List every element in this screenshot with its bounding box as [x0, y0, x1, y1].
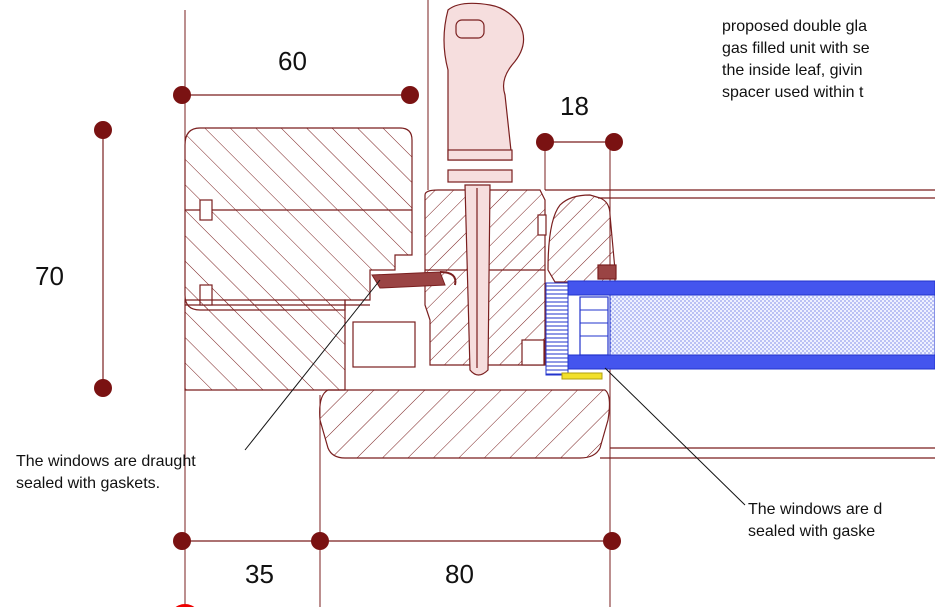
- dimension-dot-icon: [401, 86, 419, 104]
- outer-frame: [184, 127, 416, 391]
- glazing-bead: [545, 189, 935, 459]
- dimension-label-bead: 18: [560, 91, 589, 121]
- note-line: spacer used within t: [722, 84, 864, 101]
- bottom-rail: [319, 389, 611, 459]
- note-right-callout: The windows are d sealed with gaske: [748, 501, 882, 540]
- dimension-dot-icon: [94, 121, 112, 139]
- dimension-dot-icon: [173, 532, 191, 550]
- dimension-label-top-width: 60: [278, 46, 307, 76]
- dimension-dot-icon: [605, 133, 623, 151]
- note-line: proposed double gla: [722, 18, 867, 35]
- dimension-label-height: 70: [35, 261, 64, 291]
- note-line: The windows are d: [748, 501, 882, 518]
- note-line: sealed with gaskets.: [16, 475, 160, 492]
- note-left-callout: The windows are draught sealed with gask…: [16, 453, 196, 492]
- leader-lines: [244, 279, 746, 506]
- double-glazed-unit: [545, 280, 935, 380]
- dimension-dot-icon: [536, 133, 554, 151]
- note-line: the inside leaf, givin: [722, 62, 863, 79]
- window-handle-icon: [443, 2, 525, 376]
- dimension-dot-icon: [603, 532, 621, 550]
- dimension-dot-icon: [173, 86, 191, 104]
- note-line: The windows are draught: [16, 453, 196, 470]
- note-line: sealed with gaske: [748, 523, 875, 540]
- dimension-dot-icon: [94, 379, 112, 397]
- dimension-label-bottom-right: 80: [445, 559, 474, 589]
- gasket-clip: [371, 271, 457, 289]
- note-line: gas filled unit with se: [722, 40, 870, 57]
- dimension-dot-icon: [311, 532, 329, 550]
- dimension-label-bottom-left: 35: [245, 559, 274, 589]
- datum-marker-icon: [175, 604, 195, 607]
- dimension-dots: [94, 86, 623, 550]
- note-top-right: proposed double gla gas filled unit with…: [722, 18, 870, 101]
- dimension-lines: [102, 94, 614, 542]
